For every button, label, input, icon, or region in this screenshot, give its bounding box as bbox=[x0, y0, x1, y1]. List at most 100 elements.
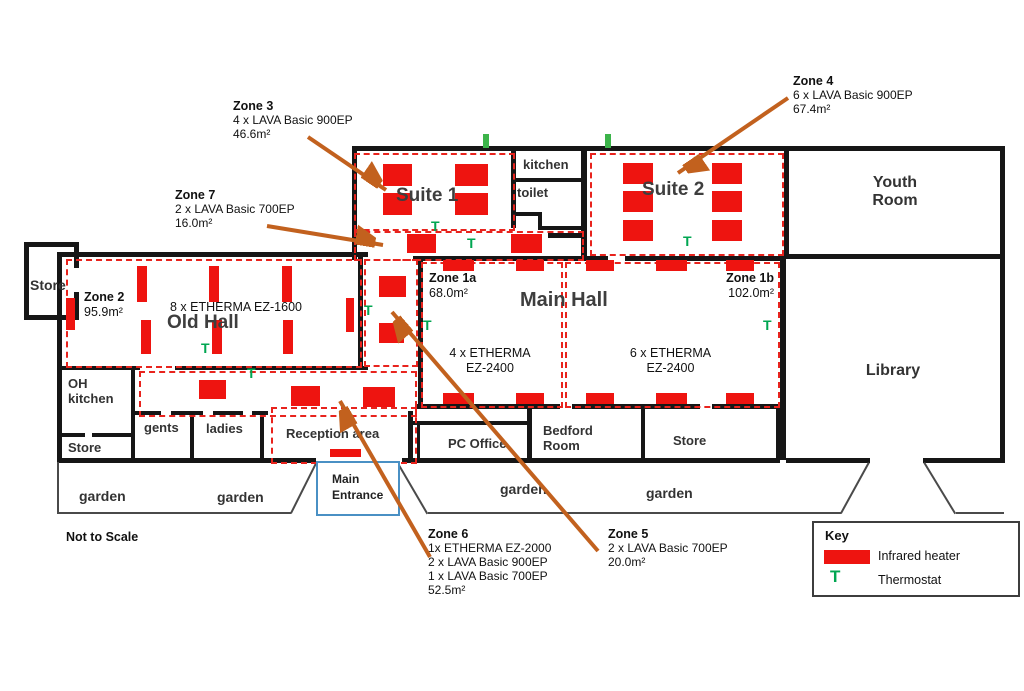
room-label-suite2: Suite 2 bbox=[642, 179, 705, 200]
bedford-line1: Bedford bbox=[543, 423, 593, 438]
room-label-store-top-left: Store bbox=[30, 277, 66, 293]
wall bbox=[92, 433, 135, 437]
zone-1a-name: Zone 1a bbox=[429, 271, 477, 285]
wall bbox=[213, 411, 243, 415]
infrared-heater bbox=[586, 393, 614, 404]
room-label-store-right: Store bbox=[673, 433, 707, 448]
infrared-heater bbox=[712, 220, 742, 241]
library-path-edge bbox=[923, 462, 957, 515]
infrared-heater bbox=[379, 323, 404, 343]
infrared-heater bbox=[511, 234, 542, 253]
wall bbox=[527, 404, 532, 458]
wall bbox=[74, 292, 79, 320]
infrared-heater bbox=[283, 320, 293, 354]
wall bbox=[402, 458, 780, 463]
wall bbox=[190, 411, 194, 458]
room-label-toilet: toilet bbox=[517, 185, 549, 200]
zone-4-name: Zone 4 bbox=[793, 74, 834, 88]
zone-7-area: 16.0m² bbox=[175, 216, 213, 230]
room-label-library: Library bbox=[865, 362, 921, 379]
wall bbox=[408, 421, 527, 425]
entrance-path-edge bbox=[290, 461, 318, 514]
infrared-heater bbox=[623, 163, 653, 184]
wall bbox=[57, 252, 368, 257]
wall bbox=[784, 146, 789, 258]
infrared-heater bbox=[291, 386, 320, 406]
room-label-garden-1: garden bbox=[79, 488, 126, 504]
infrared-heater bbox=[455, 193, 488, 215]
zone-1b-label: Zone 1b 102.0m² bbox=[700, 271, 774, 301]
infrared-heater bbox=[383, 193, 412, 215]
thermostat-mark-top-wall bbox=[605, 134, 611, 148]
key-legend: Key Infrared heater T Thermostat bbox=[812, 521, 1020, 597]
garden-edge bbox=[58, 512, 291, 514]
zone-1a-equip-line1: 4 x ETHERMA bbox=[449, 346, 531, 360]
infrared-heater bbox=[623, 191, 653, 212]
infrared-heater bbox=[330, 449, 361, 457]
wall bbox=[548, 233, 586, 238]
main-entrance-line2: Entrance bbox=[332, 488, 384, 502]
thermostat-zone1a: T bbox=[423, 317, 432, 333]
room-label-garden-3: garden bbox=[500, 481, 547, 497]
wall bbox=[57, 458, 316, 463]
thermostat-zone5: T bbox=[364, 302, 373, 318]
infrared-heater bbox=[137, 266, 147, 302]
infrared-heater bbox=[586, 260, 614, 271]
youth-line2: Room bbox=[872, 192, 918, 209]
zone-1b-equip-line1: 6 x ETHERMA bbox=[629, 346, 712, 360]
infrared-heater bbox=[455, 164, 488, 186]
wall bbox=[74, 242, 79, 268]
zone-2-area: 95.9m² bbox=[84, 305, 123, 319]
room-label-main-hall: Main Hall bbox=[520, 289, 608, 311]
room-label-old-hall: Old Hall bbox=[167, 312, 239, 333]
zone-3-name: Zone 3 bbox=[233, 99, 274, 113]
wall bbox=[641, 404, 645, 458]
room-label-store-lower-left: Store bbox=[68, 440, 102, 455]
garden-edge bbox=[956, 512, 1004, 514]
room-label-kitchen: kitchen bbox=[523, 157, 569, 172]
bedford-line2: Room bbox=[543, 438, 580, 453]
zone-7-annotation: Zone 7 2 x LAVA Basic 700EP 16.0m² bbox=[175, 188, 295, 230]
zone-5-annotation: Zone 5 2 x LAVA Basic 700EP 20.0m² bbox=[608, 527, 728, 569]
infrared-heater bbox=[623, 220, 653, 241]
wall bbox=[57, 366, 62, 462]
wall bbox=[175, 366, 368, 370]
zone-7-name: Zone 7 bbox=[175, 188, 216, 202]
thermostat-old-hall: T bbox=[201, 340, 210, 356]
zone-3-annotation: Zone 3 4 x LAVA Basic 900EP 46.6m² bbox=[233, 99, 353, 141]
infrared-heater bbox=[443, 393, 474, 404]
infrared-heater bbox=[726, 260, 754, 271]
infrared-heater bbox=[379, 276, 406, 297]
wall bbox=[24, 242, 29, 320]
garden-edge bbox=[428, 512, 841, 514]
wall bbox=[581, 150, 587, 258]
key-thermostat-symbol: T bbox=[830, 567, 841, 586]
zone-6-equipment-line2: 2 x LAVA Basic 900EP bbox=[428, 555, 548, 569]
infrared-heater bbox=[199, 380, 226, 399]
room-label-reception: Reception area bbox=[286, 426, 380, 441]
zone-2-label: Zone 2 95.9m² bbox=[84, 290, 124, 320]
zone-1b-equipment: 6 x ETHERMA EZ-2400 bbox=[565, 346, 776, 376]
infrared-heater bbox=[656, 260, 687, 271]
zone-4-area: 67.4m² bbox=[793, 102, 831, 116]
zone-4-annotation: Zone 4 6 x LAVA Basic 900EP 67.4m² bbox=[793, 74, 913, 116]
infrared-heater bbox=[141, 320, 151, 354]
room-label-pc-office: PC Office bbox=[448, 436, 507, 451]
infrared-heater bbox=[516, 393, 544, 404]
room-label-ladies: ladies bbox=[206, 421, 243, 436]
room-label-garden-2: garden bbox=[217, 489, 264, 505]
wall bbox=[57, 366, 140, 370]
infrared-heater bbox=[516, 260, 544, 271]
wall bbox=[511, 178, 586, 182]
room-label-oh-kitchen: OH kitchen bbox=[68, 376, 114, 406]
wall bbox=[24, 242, 78, 247]
zone-1b-area: 102.0m² bbox=[728, 286, 774, 300]
wall bbox=[171, 411, 203, 415]
zone-5-equipment: 2 x LAVA Basic 700EP bbox=[608, 541, 728, 555]
infrared-heater bbox=[346, 298, 354, 332]
zone-2-equipment: 8 x ETHERMA EZ-1600 bbox=[170, 300, 302, 314]
thermostat-zone1b: T bbox=[763, 317, 772, 333]
youth-line1: Youth bbox=[872, 174, 918, 191]
thermostat-zone7: T bbox=[467, 235, 476, 251]
